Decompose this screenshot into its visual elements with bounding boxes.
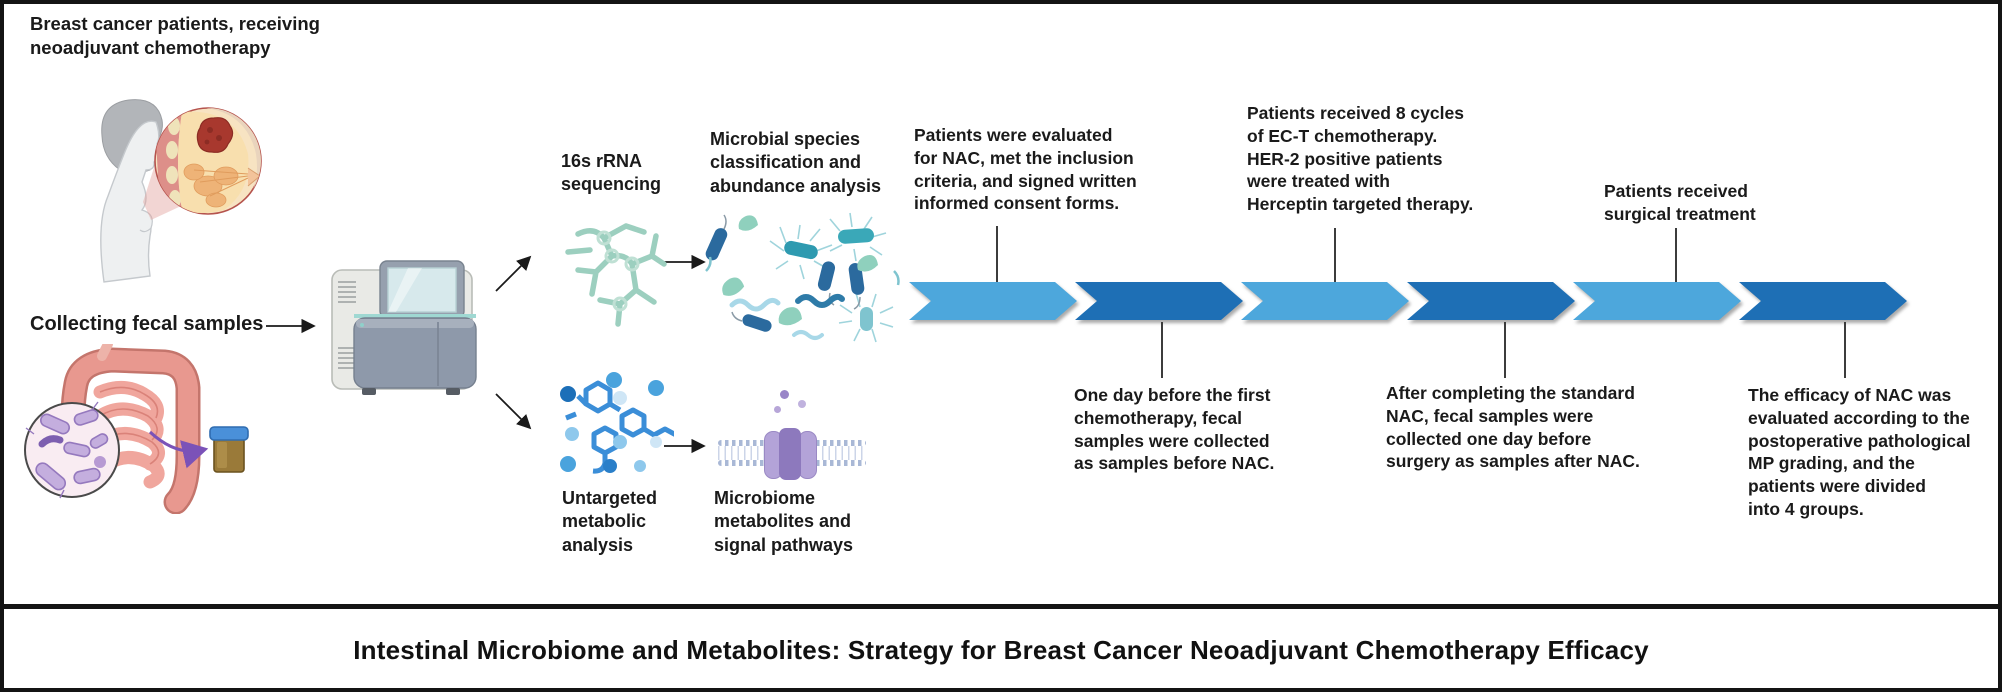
stool-sample-cup-icon	[209, 426, 249, 473]
metabolite-dot	[780, 390, 789, 399]
timeline-chevron-1	[909, 282, 1077, 320]
fecal-sample-collection-icon	[24, 344, 249, 514]
patient-body	[100, 120, 162, 283]
connector-line	[1844, 322, 1846, 378]
microbes-icon	[705, 212, 900, 343]
figure-title: Intestinal Microbiome and Metabolites: S…	[353, 635, 1649, 665]
arrow-down-right-icon	[495, 393, 532, 430]
metabolic-analysis-label: Untargeted metabolic analysis	[562, 488, 658, 555]
connector-line	[1161, 322, 1163, 378]
metabolite-dot	[774, 406, 781, 413]
title-band: Intestinal Microbiome and Metabolites: S…	[4, 609, 1998, 688]
timeline-step-5-text: Patients received surgical treatment	[1604, 181, 1756, 224]
metabolite-dot	[798, 400, 806, 408]
timeline-chevron-4	[1407, 282, 1575, 320]
connector-line	[1334, 228, 1336, 282]
timeline-step-4-text: After completing the standard NAC, fecal…	[1386, 383, 1640, 472]
curved-arrow-icon	[148, 430, 209, 469]
timeline-chevron-2	[1075, 282, 1243, 320]
membrane-channel-icon	[718, 388, 866, 484]
timeline-step-1-text: Patients were evaluated for NAC, met the…	[914, 125, 1137, 214]
sequencer-icon	[331, 260, 477, 395]
timeline-chevron-6	[1739, 282, 1907, 320]
timeline-step-3-text: Patients received 8 cycles of EC-T chemo…	[1247, 103, 1474, 214]
flow-arrows	[266, 254, 706, 454]
sequencing-label: 16s rRNA sequencing	[561, 151, 662, 195]
breast-cancer-patient-icon	[100, 99, 262, 283]
molecules-icon	[560, 372, 674, 474]
microbial-analysis-label: Microbial species classification and abu…	[710, 129, 882, 196]
timeline-chevron-5	[1573, 282, 1741, 320]
rna-structure-icon	[565, 223, 667, 327]
timeline-chevron-3	[1241, 282, 1409, 320]
collect-samples-label: Collecting fecal samples	[30, 313, 264, 335]
arrow-up-right-icon	[495, 255, 532, 292]
connector-line	[996, 226, 998, 282]
timeline-step-6-text: The efficacy of NAC was evaluated accord…	[1748, 385, 1971, 519]
bacteria-magnifier-icon	[24, 401, 120, 499]
panel-divider	[4, 604, 1998, 609]
metabolites-label: Microbiome metabolites and signal pathwa…	[714, 488, 854, 555]
connector-line	[1504, 322, 1506, 378]
patient-breast-contour	[139, 209, 153, 233]
connector-line	[1675, 228, 1677, 282]
channel-protein	[764, 428, 817, 480]
population-label: Breast cancer patients, receiving neoadj…	[30, 13, 320, 58]
timeline-step-2-text: One day before the first chemotherapy, f…	[1074, 385, 1275, 474]
